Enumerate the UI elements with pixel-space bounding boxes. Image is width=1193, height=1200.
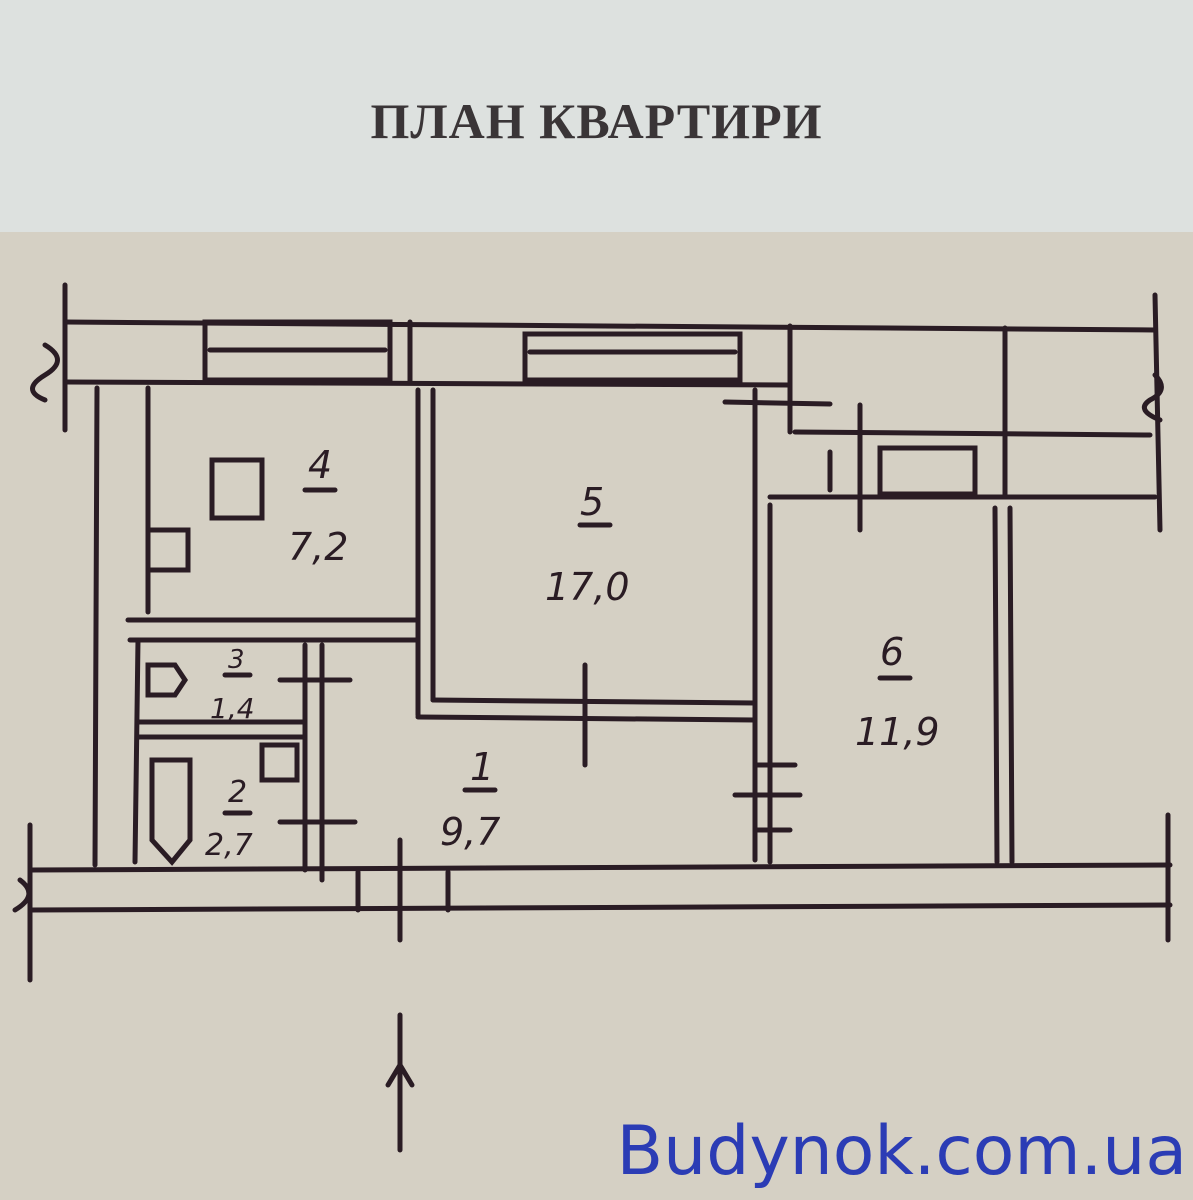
watermark: Budynok.com.ua <box>616 1112 1187 1191</box>
room-2-number: 2 <box>228 775 247 810</box>
page-title: ПЛАН КВАРТИРИ <box>370 93 823 149</box>
bathtub-icon <box>149 757 193 866</box>
room-3-number: 3 <box>228 645 245 675</box>
room-4-area: 7,2 <box>288 525 348 569</box>
room-labels: 4 7,2 5 17,0 6 11,9 1 9,7 2 2,7 3 1,4 <box>205 443 940 863</box>
room-1-number: 1 <box>470 745 494 789</box>
stove-icon <box>209 457 265 521</box>
washbasin-icon <box>259 742 300 783</box>
room-5-area: 17,0 <box>545 565 630 609</box>
room-5-number: 5 <box>580 480 604 524</box>
room-1-area: 9,7 <box>440 810 500 854</box>
room-3-area: 1,4 <box>210 692 255 725</box>
header: ПЛАН КВАРТИРИ <box>0 0 1193 232</box>
room-2-area: 2,7 <box>205 828 253 863</box>
room-6-area: 11,9 <box>855 710 940 754</box>
sink-icon <box>145 527 191 573</box>
room-4-number: 4 <box>308 443 332 487</box>
room-6-number: 6 <box>880 630 904 674</box>
break-mark-icon <box>30 342 60 403</box>
walls <box>12 282 1173 1153</box>
toilet-icon <box>145 662 189 698</box>
